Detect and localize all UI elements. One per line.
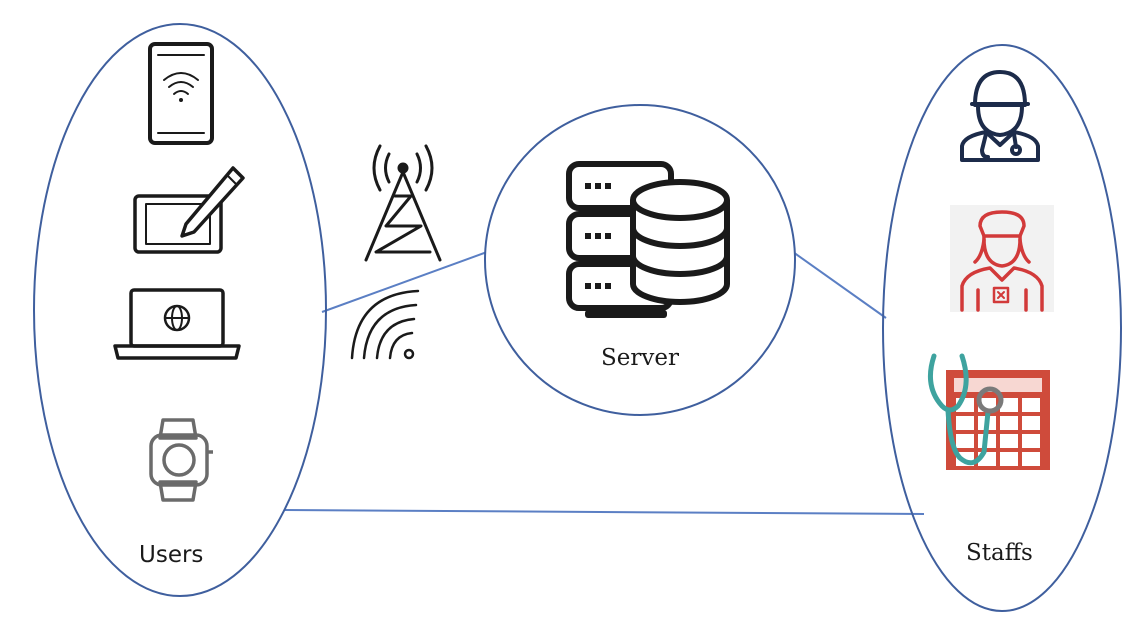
server-staffs-connector — [792, 251, 887, 319]
users-label: Users — [139, 542, 204, 568]
smartphone-icon — [148, 42, 214, 145]
staffs-group-ellipse — [882, 44, 1122, 612]
wifi-signal-icon — [350, 289, 420, 360]
staffs-label: Staffs — [966, 540, 1033, 566]
tablet-stylus-icon — [133, 166, 245, 254]
cell-tower-icon — [364, 144, 442, 262]
smartwatch-icon — [149, 418, 213, 502]
users-staffs-connector — [284, 509, 925, 515]
stethoscope-calendar-icon — [927, 353, 1050, 470]
users-group-ellipse — [33, 23, 327, 597]
nurse-icon — [950, 205, 1054, 312]
laptop-globe-icon — [113, 288, 241, 360]
server-label: Server — [601, 345, 679, 371]
doctor-icon — [960, 70, 1040, 162]
users-server-connector — [321, 251, 488, 313]
server-database-icon — [566, 161, 730, 318]
